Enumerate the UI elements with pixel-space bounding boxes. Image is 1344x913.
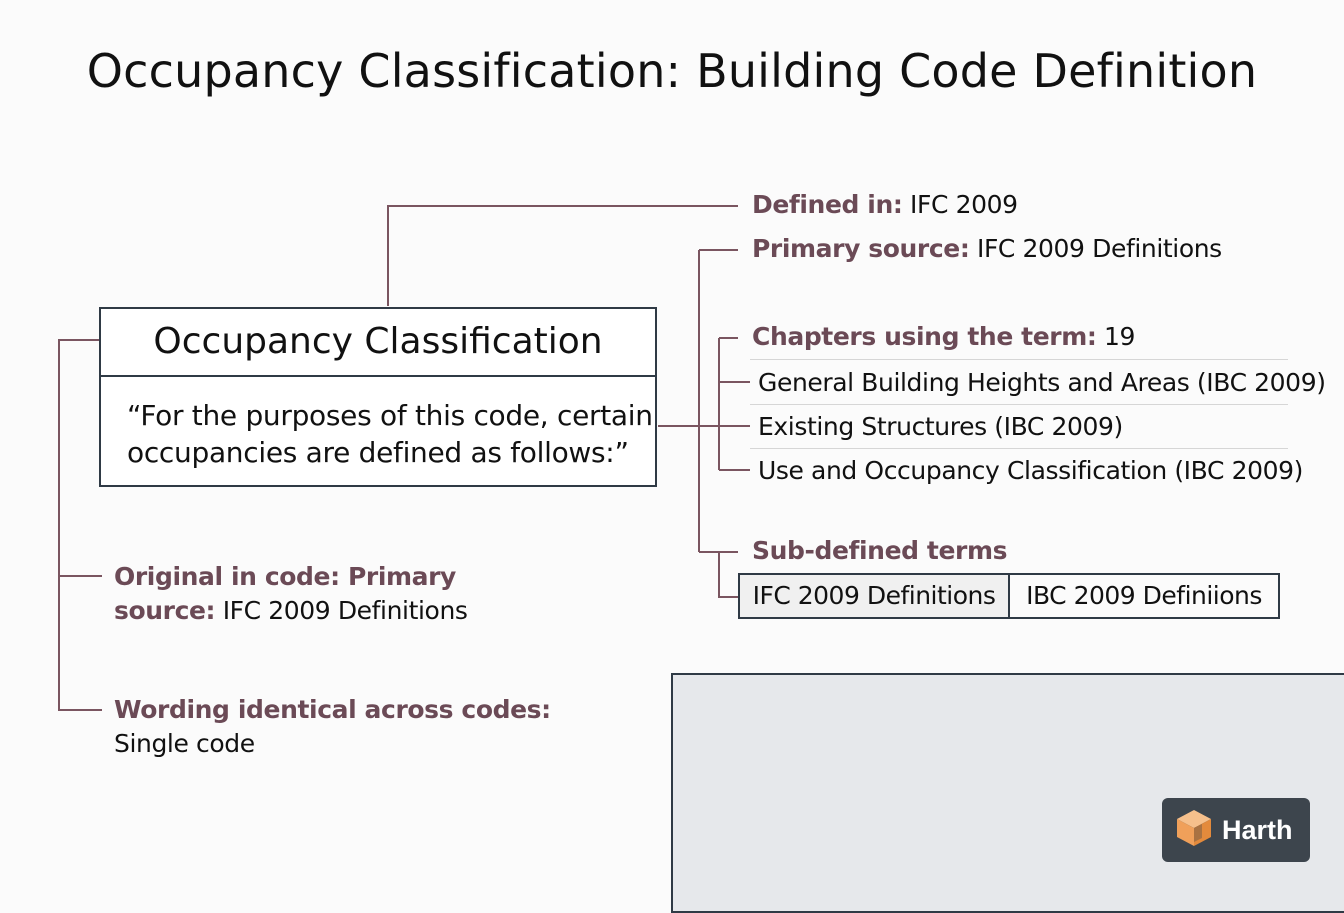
sub-defined-term: IBC 2009 Definiions [1026,581,1262,610]
wording-identical-value: Single code [114,729,255,758]
chapter-divider [750,448,1288,449]
term-name: Occupancy Classification [101,309,655,377]
connector-left-trunk [58,339,102,711]
defined-in-label: Defined in: [752,190,903,219]
harth-logo: Harth [1162,798,1310,862]
chapters: Chapters using the term: 19 [752,322,1135,351]
connector-sub-table [718,552,738,598]
chapter-item: Existing Structures (IBC 2009) [758,412,1123,441]
sub-defined-term: IFC 2009 Definitions [740,575,1010,617]
connector-defined-in [387,205,738,306]
preview-panel [671,673,1344,913]
term-box: Occupancy Classification “For the purpos… [99,307,657,487]
original-in-code: Original in code: Primary source: IFC 20… [114,560,468,628]
logo-text: Harth [1222,814,1293,845]
original-in-code-label-1: Original in code: Primary [114,562,456,591]
term-quote-line-1: “For the purposes of this code, certain [127,399,653,432]
wording-identical: Wording identical across codes: Single c… [114,693,551,761]
chapters-count: 19 [1104,322,1136,351]
term-quote-line-2: occupancies are defined as follows:” [127,436,629,469]
chapter-divider [750,404,1288,405]
chapter-item: Use and Occupancy Classification (IBC 20… [758,456,1303,485]
original-in-code-value: IFC 2009 Definitions [222,596,468,625]
sub-defined-label: Sub-defined terms [752,536,1008,565]
original-in-code-label-2: source: [114,596,216,625]
sub-defined-table: IFC 2009 Definitions IBC 2009 Definiions [738,573,1280,619]
primary-source-value: IFC 2009 Definitions [976,234,1222,263]
primary-source: Primary source: IFC 2009 Definitions [752,234,1222,263]
page-title: Occupancy Classification: Building Code … [86,44,1258,98]
wording-identical-label: Wording identical across codes: [114,695,551,724]
chapters-label: Chapters using the term: [752,322,1097,351]
defined-in: Defined in: IFC 2009 [752,190,1018,219]
defined-in-value: IFC 2009 [910,190,1018,219]
sub-defined: Sub-defined terms [752,536,1007,565]
chapter-item: General Building Heights and Areas (IBC … [758,368,1326,397]
term-quote: “For the purposes of this code, certain … [101,377,655,471]
primary-source-label: Primary source: [752,234,970,263]
cube-logo-icon [1174,808,1214,853]
chapter-divider [750,359,1288,360]
